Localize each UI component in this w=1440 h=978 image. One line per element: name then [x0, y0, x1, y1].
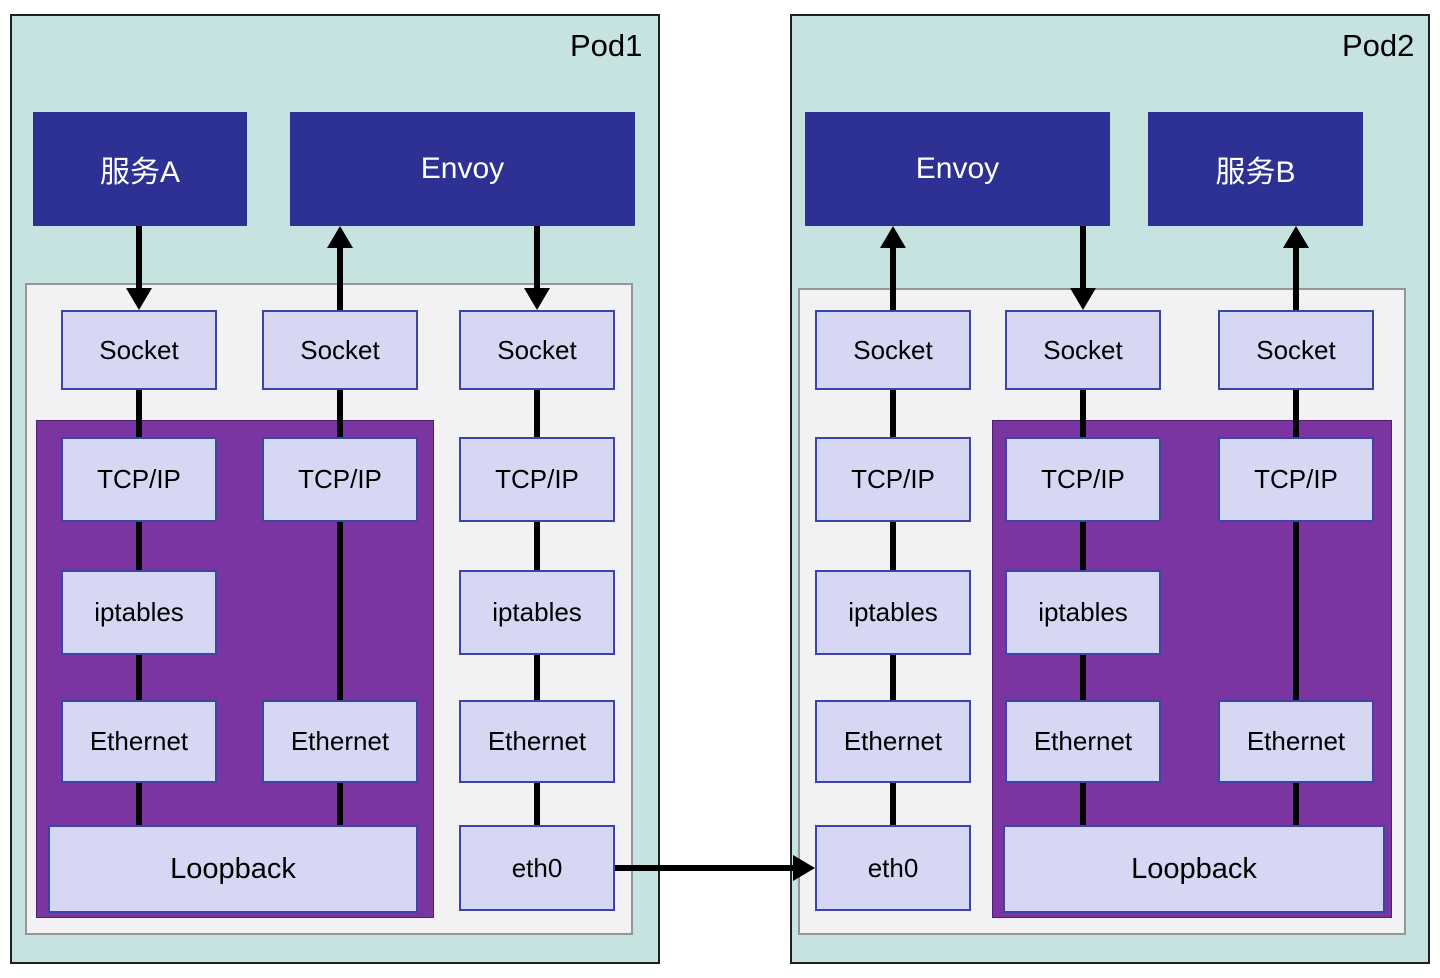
- pod2-stack1-iptables-ethernet-connector: [890, 655, 896, 700]
- pod1-eth0-label: eth0: [511, 852, 563, 883]
- pod2-stack1-tcpip-label: TCP/IP: [851, 464, 935, 494]
- pod1-stack2-ethernet-label: Ethernet: [290, 726, 390, 756]
- pod2-envoy-to-socket-arrowhead: [1070, 288, 1096, 310]
- pod1-stack1-ethernet-box: Ethernet: [61, 700, 217, 783]
- pod1-loopback-label: Loopback: [170, 852, 296, 885]
- pod1-stack1-socket-label: Socket: [99, 334, 179, 365]
- pod2-stack1-iptables-box: iptables: [815, 570, 971, 655]
- pod1-stack1-iptables-ethernet-connector: [136, 655, 142, 700]
- pod1-stack1-tcpip-box: TCP/IP: [61, 437, 217, 522]
- pod1-eth0-box: eth0: [459, 825, 615, 911]
- pod2-title: Pod2: [1342, 28, 1415, 63]
- pod1-stack3-socket-box: Socket: [459, 310, 615, 390]
- pod1-stack1-iptables-box: iptables: [61, 570, 217, 655]
- pod1-stack2-socket-label: Socket: [300, 334, 380, 365]
- eth0-to-eth0-arrowhead: [793, 855, 815, 881]
- pod1-loopback-box: Loopback: [48, 825, 418, 913]
- pod2-socket-to-envoy-arrow-line: [890, 246, 896, 310]
- pod2-loopback-box: Loopback: [1003, 825, 1385, 913]
- pod2-stack3-tcpip-box: TCP/IP: [1218, 437, 1374, 522]
- pod2-stack3-socket-box: Socket: [1218, 310, 1374, 390]
- pod2-stack2-tcpip-label: TCP/IP: [1041, 464, 1125, 494]
- pod2-stack2-ethernet-box: Ethernet: [1005, 700, 1161, 783]
- pod1-stack2-tcpip-ethernet-connector: [337, 522, 343, 700]
- pod1-stack2-socket-box: Socket: [262, 310, 418, 390]
- pod2-stack2-ethernet-loopback-connector: [1080, 783, 1086, 825]
- pod1-service-a-box: 服务A: [33, 112, 247, 226]
- pod2-stack3-ethernet-label: Ethernet: [1246, 726, 1346, 756]
- pod1-stack3-ethernet-label: Ethernet: [487, 726, 587, 756]
- pod2-stack3-socket-tcpip-connector: [1293, 390, 1299, 437]
- pod2-stack2-socket-tcpip-connector: [1080, 390, 1086, 437]
- pod1-title: Pod1: [570, 28, 643, 63]
- pod1-socket-to-envoy-arrow-line: [337, 246, 343, 310]
- pod2-envoy-label: Envoy: [915, 152, 1000, 185]
- eth0-to-eth0-arrow-line: [615, 865, 795, 871]
- pod2-envoy-to-socket-arrow-line: [1080, 226, 1086, 290]
- pod1-envoy-label: Envoy: [420, 152, 505, 185]
- pod1-stack2-tcpip-label: TCP/IP: [298, 464, 382, 494]
- pod2-stack1-ethernet-eth0-connector: [890, 783, 896, 825]
- pod1-stack2-ethernet-box: Ethernet: [262, 700, 418, 783]
- pod2-stack2-socket-label: Socket: [1043, 334, 1123, 365]
- pod2-stack1-socket-box: Socket: [815, 310, 971, 390]
- pod1-stack1-tcpip-iptables-connector: [136, 522, 142, 570]
- pod1-stack1-ethernet-label: Ethernet: [89, 726, 189, 756]
- pod1-service-to-socket-arrowhead: [126, 288, 152, 310]
- pod1-stack3-socket-tcpip-connector: [534, 390, 540, 437]
- pod2-loopback-label: Loopback: [1131, 852, 1257, 885]
- pod1-service-a-label: 服务A: [99, 156, 180, 189]
- pod1-envoy-to-socket-arrow-line: [534, 226, 540, 290]
- pod1-stack3-tcpip-box: TCP/IP: [459, 437, 615, 522]
- pod1-stack2-socket-tcpip-connector: [337, 390, 343, 437]
- pod2-stack2-ethernet-label: Ethernet: [1033, 726, 1133, 756]
- pod1-stack3-iptables-ethernet-connector: [534, 655, 540, 700]
- pod2-stack1-tcpip-box: TCP/IP: [815, 437, 971, 522]
- pod1-stack2-ethernet-loopback-connector: [337, 783, 343, 825]
- pod1-socket-to-envoy-arrowhead: [327, 226, 353, 248]
- pod2-eth0-label: eth0: [867, 852, 919, 883]
- pod1-stack1-socket-tcpip-connector: [136, 390, 142, 437]
- pod1-stack3-iptables-box: iptables: [459, 570, 615, 655]
- pod1-stack1-ethernet-loopback-connector: [136, 783, 142, 825]
- pod2-socket-to-service-b-arrow-line: [1293, 246, 1299, 310]
- pod2-stack3-tcpip-ethernet-connector: [1293, 522, 1299, 700]
- pod2-stack2-iptables-label: iptables: [1038, 597, 1128, 627]
- pod1-stack1-iptables-label: iptables: [94, 597, 184, 627]
- pod2-stack3-socket-label: Socket: [1256, 334, 1336, 365]
- pod2-stack3-ethernet-box: Ethernet: [1218, 700, 1374, 783]
- pod2-stack1-socket-tcpip-connector: [890, 390, 896, 437]
- pod1-stack3-tcpip-label: TCP/IP: [495, 464, 579, 494]
- pod2-service-b-label: 服务B: [1215, 156, 1296, 189]
- pod2-stack1-socket-label: Socket: [853, 334, 933, 365]
- pod2-socket-to-service-b-arrowhead: [1283, 226, 1309, 248]
- pod2-stack2-tcpip-iptables-connector: [1080, 522, 1086, 570]
- pod2-stack1-tcpip-iptables-connector: [890, 522, 896, 570]
- pod2-stack1-ethernet-label: Ethernet: [843, 726, 943, 756]
- pod2-envoy-box: Envoy: [805, 112, 1110, 226]
- pod2-stack2-iptables-box: iptables: [1005, 570, 1161, 655]
- pod1-stack3-iptables-label: iptables: [492, 597, 582, 627]
- pod2-stack2-iptables-ethernet-connector: [1080, 655, 1086, 700]
- pod1-stack3-ethernet-box: Ethernet: [459, 700, 615, 783]
- pod1-service-to-socket-arrow-line: [136, 226, 142, 290]
- pod1-stack2-tcpip-box: TCP/IP: [262, 437, 418, 522]
- pod1-stack1-tcpip-label: TCP/IP: [97, 464, 181, 494]
- pod1-stack1-socket-box: Socket: [61, 310, 217, 390]
- pod2-stack3-tcpip-label: TCP/IP: [1254, 464, 1338, 494]
- pod1-envoy-to-socket-arrowhead: [524, 288, 550, 310]
- pod1-envoy-box: Envoy: [290, 112, 635, 226]
- pod2-service-b-box: 服务B: [1148, 112, 1363, 226]
- pod2-socket-to-envoy-arrowhead: [880, 226, 906, 248]
- pod1-stack3-socket-label: Socket: [497, 334, 577, 365]
- pod2-stack2-socket-box: Socket: [1005, 310, 1161, 390]
- pod1-stack3-tcpip-iptables-connector: [534, 522, 540, 570]
- pod2-stack3-ethernet-loopback-connector: [1293, 783, 1299, 825]
- pod2-stack2-tcpip-box: TCP/IP: [1005, 437, 1161, 522]
- pod1-stack3-ethernet-eth0-connector: [534, 783, 540, 825]
- pod2-eth0-box: eth0: [815, 825, 971, 911]
- pod2-stack1-iptables-label: iptables: [848, 597, 938, 627]
- pod2-stack1-ethernet-box: Ethernet: [815, 700, 971, 783]
